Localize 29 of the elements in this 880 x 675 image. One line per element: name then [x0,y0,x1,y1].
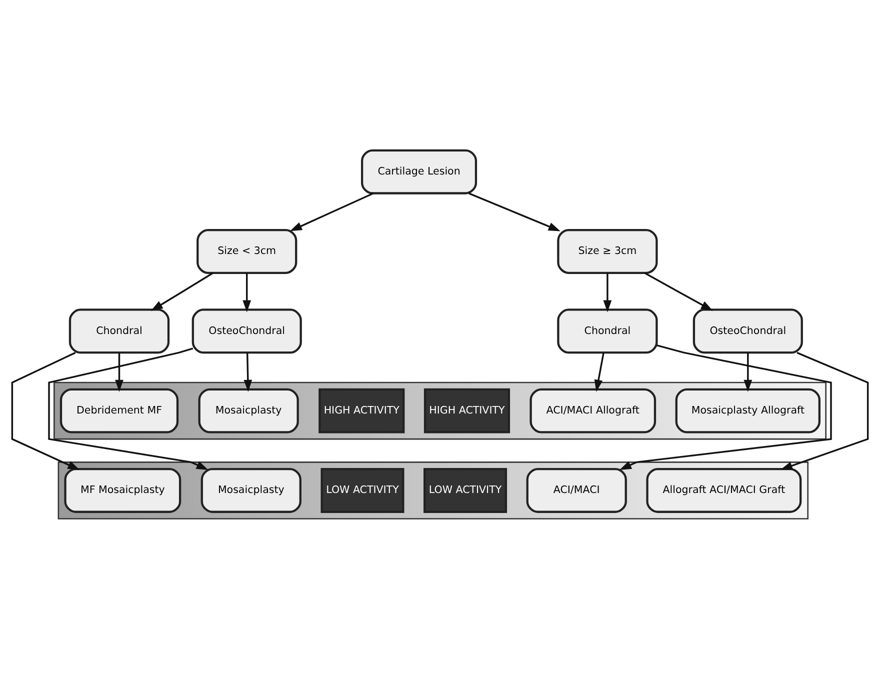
arrow [780,351,869,470]
node-box: MF Mosaicplasty [64,467,182,512]
arrow [744,352,752,392]
arrow [594,352,604,392]
node-box: Chondral [68,308,170,354]
arrow [244,352,252,392]
arrow [603,272,612,312]
node-box: ACI/MACI Allograft [530,388,656,433]
node-box: Chondral [557,308,658,354]
arrow [115,352,124,392]
arrow [48,347,208,470]
node-box: ACI/MACI [526,467,627,512]
node-box: Mosaicplasty Allograft [675,388,820,433]
node-box: Allograft ACI/MACI Graft [646,467,802,512]
node-box: Mosaicplasty [198,388,299,433]
arrow [290,192,374,231]
arrow [644,272,713,310]
arrow [242,272,252,312]
node-box: OsteoChondral [192,308,302,354]
arrow [11,351,80,470]
node-box: OsteoChondral [692,308,803,354]
node-box: Cartilage Lesion [361,148,478,194]
node-box: Debridement MF [60,388,179,433]
node-box: Size ≥ 3cm [557,228,658,274]
arrow [150,272,214,310]
arrow [619,344,832,470]
arrow [468,192,560,231]
node-box: Size < 3cm [196,228,298,274]
node-box: Mosaicplasty [200,467,302,512]
